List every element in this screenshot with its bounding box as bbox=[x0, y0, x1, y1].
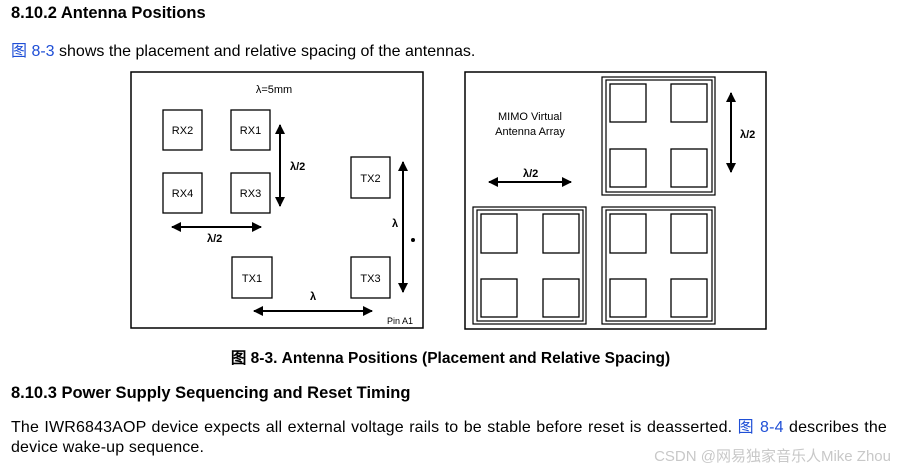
svg-text:RX2: RX2 bbox=[172, 125, 193, 137]
rx-antenna: RX2 bbox=[162, 109, 203, 151]
mimo-half-lambda-vertical-label: λ/2 bbox=[740, 129, 755, 141]
mimo-half-lambda-horizontal-label: λ/2 bbox=[523, 168, 538, 180]
svg-text:RX1: RX1 bbox=[240, 125, 261, 137]
mimo-title-line2: Antenna Array bbox=[495, 126, 565, 138]
para2-text2: describes the device wake-up sequence. bbox=[11, 419, 887, 456]
lambda-vertical-label: λ bbox=[392, 218, 398, 230]
svg-text:TX2: TX2 bbox=[360, 173, 380, 185]
lambda-horizontal-label: λ bbox=[310, 291, 316, 303]
tx-antenna: TX2 bbox=[350, 156, 391, 199]
svg-text:RX3: RX3 bbox=[240, 188, 261, 200]
lambda-note: λ=5mm bbox=[256, 84, 292, 96]
left-panel-border bbox=[130, 71, 424, 329]
pin-a1-label: Pin A1 bbox=[387, 316, 413, 326]
section-heading: 8.10.2 Antenna Positions bbox=[11, 4, 206, 22]
half-lambda-horizontal-label: λ/2 bbox=[207, 233, 222, 245]
watermark: CSDN @网易独家音乐人Mike Zhou bbox=[654, 448, 891, 465]
svg-text:TX3: TX3 bbox=[360, 273, 380, 285]
intro-text: shows the placement and relative spacing… bbox=[54, 43, 476, 60]
intro-paragraph: 图 8-3 shows the placement and relative s… bbox=[11, 37, 475, 61]
wake-up-paragraph: The IWR6843AOP device expects all extern… bbox=[11, 418, 887, 458]
right-panel-border bbox=[464, 71, 767, 330]
figure-caption: 图 8-3. Antenna Positions (Placement and … bbox=[230, 350, 671, 367]
mimo-virtual-array-panel: MIMO Virtual Antenna Array λ/ bbox=[464, 71, 767, 330]
virtual-array-group bbox=[601, 76, 716, 196]
figure-link[interactable]: 图 8-3 bbox=[11, 43, 55, 60]
pin-a1-dot bbox=[411, 238, 415, 242]
svg-text:TX1: TX1 bbox=[242, 273, 262, 285]
virtual-array-group bbox=[472, 206, 587, 325]
para2-text: The IWR6843AOP device expects all extern… bbox=[11, 419, 738, 436]
figure-link-8-4[interactable]: 图 8-4 bbox=[737, 419, 784, 436]
tx-antenna: TX1 bbox=[231, 256, 273, 299]
svg-text:RX4: RX4 bbox=[172, 188, 193, 200]
rx-antenna: RX3 bbox=[230, 172, 271, 214]
tx-antenna: TX3 bbox=[350, 256, 391, 299]
rx-antenna: RX1 bbox=[230, 109, 271, 151]
antenna-diagram: λ=5mm RX2 RX1 RX4 RX3 TX2 TX1 TX3 bbox=[130, 71, 767, 330]
mimo-title-line1: MIMO Virtual bbox=[498, 111, 562, 123]
virtual-array-group bbox=[601, 206, 716, 325]
section2-heading: 8.10.3 Power Supply Sequencing and Reset… bbox=[11, 384, 411, 402]
rx-antenna: RX4 bbox=[162, 172, 203, 214]
physical-layout-panel: λ=5mm RX2 RX1 RX4 RX3 TX2 TX1 TX3 bbox=[130, 71, 424, 329]
half-lambda-vertical-label: λ/2 bbox=[290, 161, 305, 173]
